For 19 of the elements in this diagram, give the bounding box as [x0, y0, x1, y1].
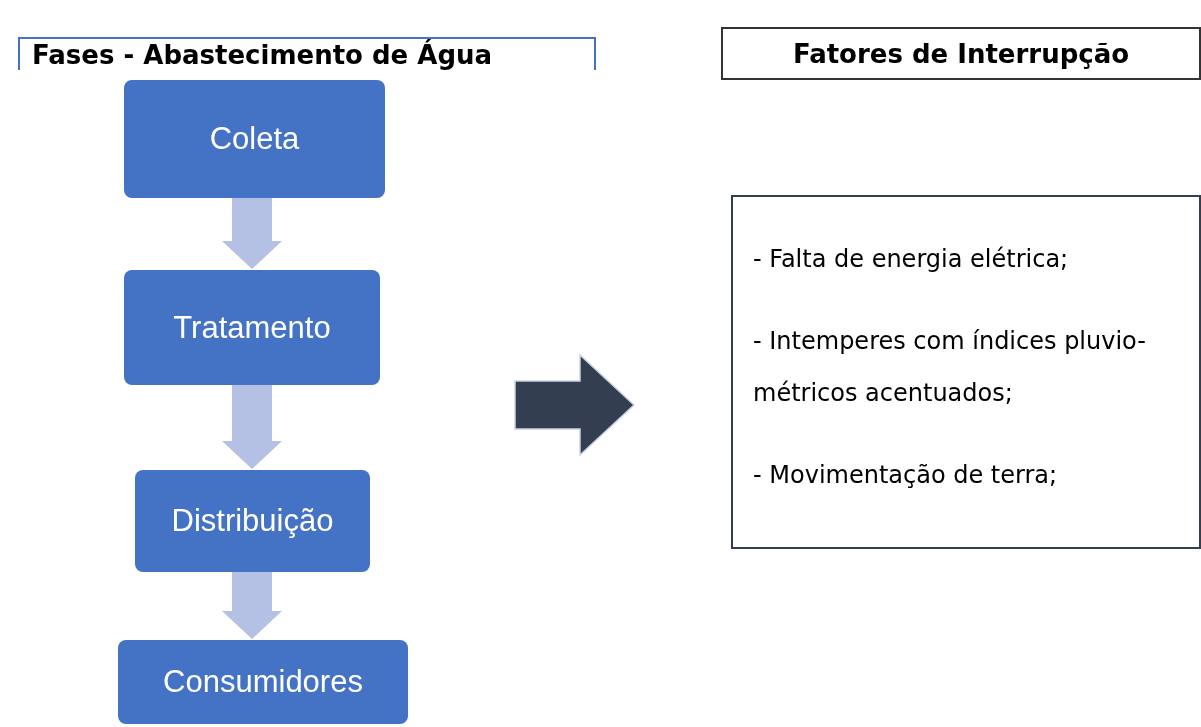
step-label: Consumidores — [163, 664, 363, 700]
process-box — [135, 470, 370, 572]
title-box — [721, 27, 1201, 80]
list-item: - Movimentação de terra; — [753, 460, 1059, 491]
process-box — [124, 270, 380, 385]
list-item: - Falta de energia elétrica; — [753, 244, 1070, 275]
down-arrow — [222, 198, 282, 269]
list-box — [731, 195, 1201, 549]
list-item: - Intemperes com índices pluvio-métricos acentuados; — [753, 326, 1147, 409]
process-box — [118, 640, 408, 724]
step-label: Distribuição — [171, 503, 334, 539]
process-box — [124, 80, 385, 198]
heading: Fases - Abastecimento de Água — [32, 39, 493, 70]
step-label: Tratamento — [173, 309, 331, 346]
down-arrow — [222, 385, 282, 469]
section-heading-box — [18, 37, 596, 70]
heading: Fatores de Interrupção — [792, 38, 1130, 69]
down-arrow — [222, 572, 282, 639]
step-label: Coleta — [209, 121, 300, 157]
